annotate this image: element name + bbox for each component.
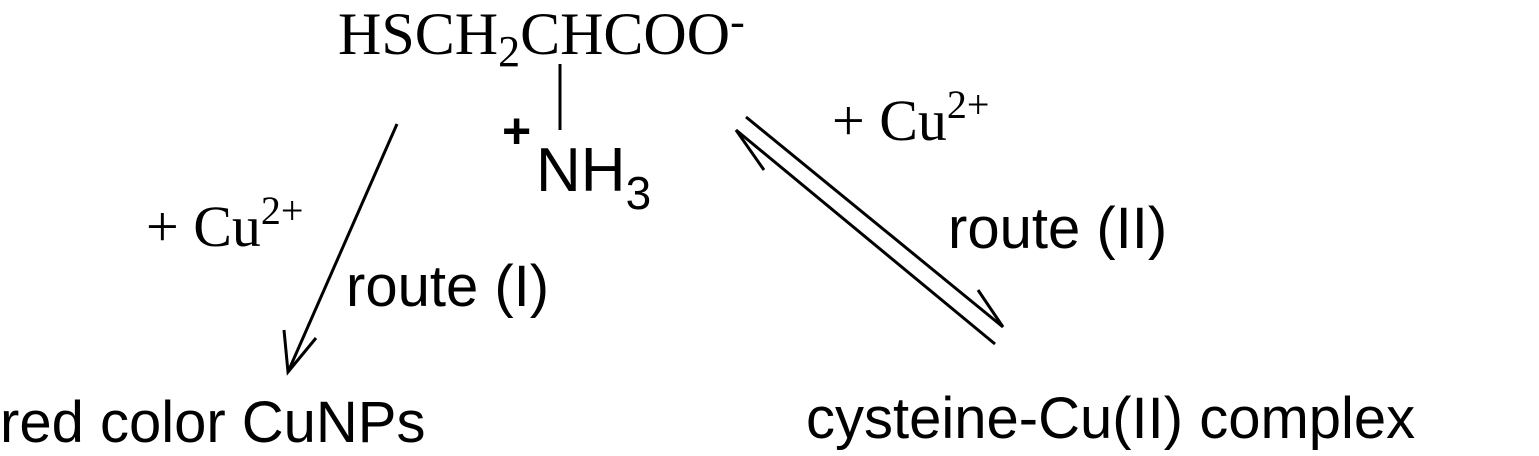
- route-one-reagent: + Cu2+: [146, 191, 303, 256]
- amine-base: NH: [536, 136, 626, 205]
- route-two-reverse-arrow: [735, 128, 996, 346]
- route-two-reagent-prefix: + Cu: [832, 88, 947, 153]
- route-one-arrowhead: [282, 329, 318, 376]
- formula-part-a: HSCH: [338, 1, 499, 67]
- route-one-product: red color CuNPs: [0, 390, 426, 455]
- route-two-forward-barb: [976, 289, 1005, 328]
- cysteine-formula: HSCH2CHCOO-: [338, 0, 745, 74]
- route-two-reverse-barb: [734, 129, 766, 171]
- amine-group: NH3: [536, 140, 651, 217]
- route-one-label: route (I): [346, 254, 550, 319]
- formula-charge: -: [730, 0, 745, 46]
- formula-part-b: CHCOO: [520, 1, 731, 67]
- route-two-reagent-charge: 2+: [946, 82, 990, 127]
- route-two-product: cysteine-Cu(II) complex: [806, 386, 1416, 451]
- route-one-reagent-prefix: + Cu: [146, 194, 261, 259]
- route-one-reagent-charge: 2+: [260, 188, 304, 233]
- amine-subscript: 3: [625, 167, 652, 219]
- route-two-label: route (II): [948, 196, 1168, 261]
- formula-subscript: 2: [498, 27, 521, 76]
- route-two-forward-arrow: [745, 115, 1004, 329]
- route-two-reagent: + Cu2+: [832, 85, 989, 150]
- route-one-arrow: [286, 123, 399, 373]
- amine-charge: +: [502, 103, 532, 159]
